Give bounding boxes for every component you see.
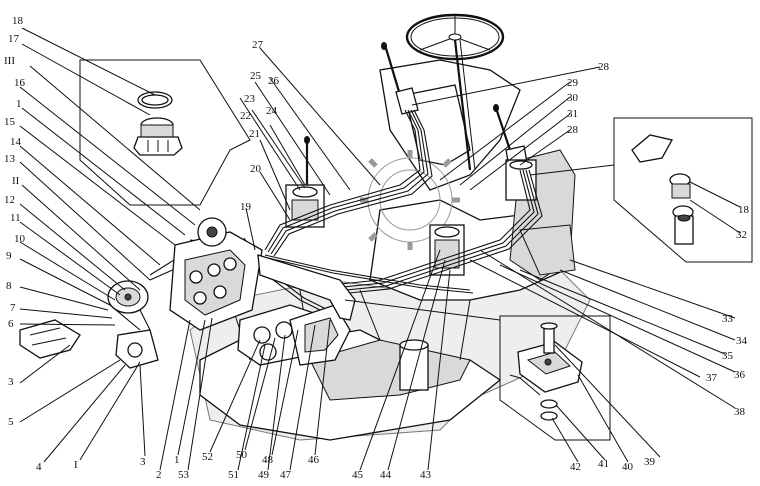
callout-21: 21: [249, 128, 260, 140]
callout-29: 29: [567, 77, 579, 89]
callout-31: 31: [567, 108, 578, 120]
callout-18-left: 18: [12, 15, 24, 27]
leader-lines: [19, 27, 741, 471]
callout-labels: 18 17 III 16 1 15 14 13 II 12 11 10 9 8 …: [4, 15, 750, 481]
callout-42: 42: [570, 461, 581, 473]
callout-6: 6: [8, 318, 14, 330]
callout-36: 36: [734, 369, 746, 381]
callout-37: 37: [706, 372, 718, 384]
callout-2: 2: [156, 469, 162, 481]
callout-47: 47: [280, 469, 292, 481]
inset-fitting: [613, 117, 753, 263]
callout-1-bottom: 1: [174, 454, 180, 466]
callout-26: 26: [268, 75, 280, 87]
filter-assembly: [19, 280, 159, 369]
callout-18-right: 18: [738, 204, 750, 216]
callout-3-bottom: 3: [140, 456, 146, 468]
callout-roman-I: I: [74, 459, 78, 471]
inset-cap: [79, 59, 251, 206]
callout-7: 7: [10, 302, 16, 314]
callout-35: 35: [722, 350, 734, 362]
callout-41: 41: [598, 458, 609, 470]
callout-43: 43: [420, 469, 432, 481]
machine-frame: [189, 59, 591, 441]
callout-25: 25: [250, 70, 262, 82]
callout-40: 40: [622, 461, 634, 473]
callout-24: 24: [266, 105, 278, 117]
callout-11: 11: [10, 212, 21, 224]
callout-46: 46: [308, 454, 320, 466]
callout-4: 4: [36, 461, 42, 473]
callout-17: 17: [8, 33, 20, 45]
distributor-center: [429, 224, 465, 276]
callout-5: 5: [8, 416, 14, 428]
callout-50: 50: [236, 449, 248, 461]
callout-28-lower: 28: [567, 124, 579, 136]
callout-51: 51: [228, 469, 239, 481]
callout-19: 19: [240, 201, 252, 213]
callout-13: 13: [4, 153, 16, 165]
callout-22: 22: [240, 110, 251, 122]
callout-38: 38: [734, 406, 746, 418]
callout-32: 32: [736, 229, 747, 241]
callout-30: 30: [567, 92, 579, 104]
callout-10: 10: [14, 233, 26, 245]
steering-wheel: [405, 13, 505, 171]
inset-clamp: [499, 315, 611, 441]
callout-20: 20: [250, 163, 262, 175]
callout-12: 12: [4, 194, 15, 206]
callout-9: 9: [6, 250, 12, 262]
pipe-bundle: [109, 109, 543, 331]
distributor-right: [505, 159, 537, 201]
callout-27: 27: [252, 39, 264, 51]
callout-28-top: 28: [598, 61, 610, 73]
callout-roman-II: II: [12, 175, 20, 187]
valve-block: [169, 217, 263, 331]
callout-39: 39: [644, 456, 656, 468]
callout-34: 34: [736, 335, 748, 347]
callout-1-top: 1: [16, 98, 22, 110]
callout-15: 15: [4, 116, 16, 128]
callout-48: 48: [262, 454, 274, 466]
callout-45: 45: [352, 469, 364, 481]
callout-16: 16: [14, 77, 26, 89]
callout-8: 8: [6, 280, 12, 292]
callout-53: 53: [178, 469, 190, 481]
callout-44: 44: [380, 469, 392, 481]
callout-49: 49: [258, 469, 270, 481]
callout-52: 52: [202, 451, 213, 463]
callout-33: 33: [722, 313, 734, 325]
callout-3-left: 3: [8, 376, 14, 388]
cylinder-group: [237, 254, 356, 366]
callout-roman-III: III: [4, 55, 15, 67]
callout-23: 23: [244, 93, 256, 105]
callout-14: 14: [10, 136, 22, 148]
